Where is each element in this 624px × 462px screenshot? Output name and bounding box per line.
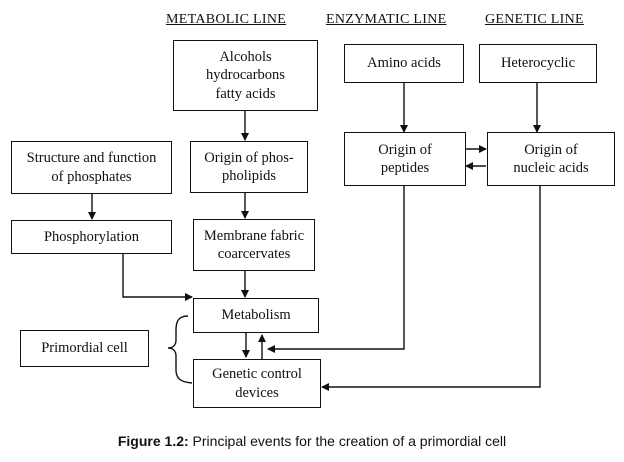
heading-genetic-line: GENETIC LINE bbox=[485, 12, 584, 27]
arrow-nucleic-to-genetic bbox=[321, 186, 541, 391]
box-structure-function-phosphates: Structure and function of phosphates bbox=[11, 141, 172, 194]
box-origin-nucleic-acids: Origin of nucleic acids bbox=[487, 132, 615, 186]
box-origin-peptides: Origin of peptides bbox=[344, 132, 466, 186]
arrow-peptides-to-cell bbox=[267, 186, 405, 353]
heading-enzymatic-line: ENZYMATIC LINE bbox=[326, 12, 447, 27]
arrow-phosphorylation-to-metabolism bbox=[122, 254, 193, 301]
box-phosphorylation: Phosphorylation bbox=[11, 220, 172, 254]
box-origin-phospholipids: Origin of phos- pholipids bbox=[190, 141, 308, 193]
box-heterocyclic: Heterocyclic bbox=[479, 44, 597, 83]
primordial-brace bbox=[167, 315, 193, 384]
heading-metabolic-line: METABOLIC LINE bbox=[166, 12, 287, 27]
box-genetic-control-devices: Genetic control devices bbox=[193, 359, 321, 408]
box-metabolism: Metabolism bbox=[193, 298, 319, 333]
figure-caption: Figure 1.2: Principal events for the cre… bbox=[0, 433, 624, 449]
box-amino-acids: Amino acids bbox=[344, 44, 464, 83]
caption-text: Principal events for the creation of a p… bbox=[188, 433, 507, 449]
box-primordial-cell: Primordial cell bbox=[20, 330, 149, 367]
box-membrane-fabric-coarcervates: Membrane fabric coarcervates bbox=[193, 219, 315, 271]
box-alcohols-hydrocarbons-fatty-acids: Alcohols hydrocarbons fatty acids bbox=[173, 40, 318, 111]
caption-label: Figure 1.2: bbox=[117, 433, 189, 449]
